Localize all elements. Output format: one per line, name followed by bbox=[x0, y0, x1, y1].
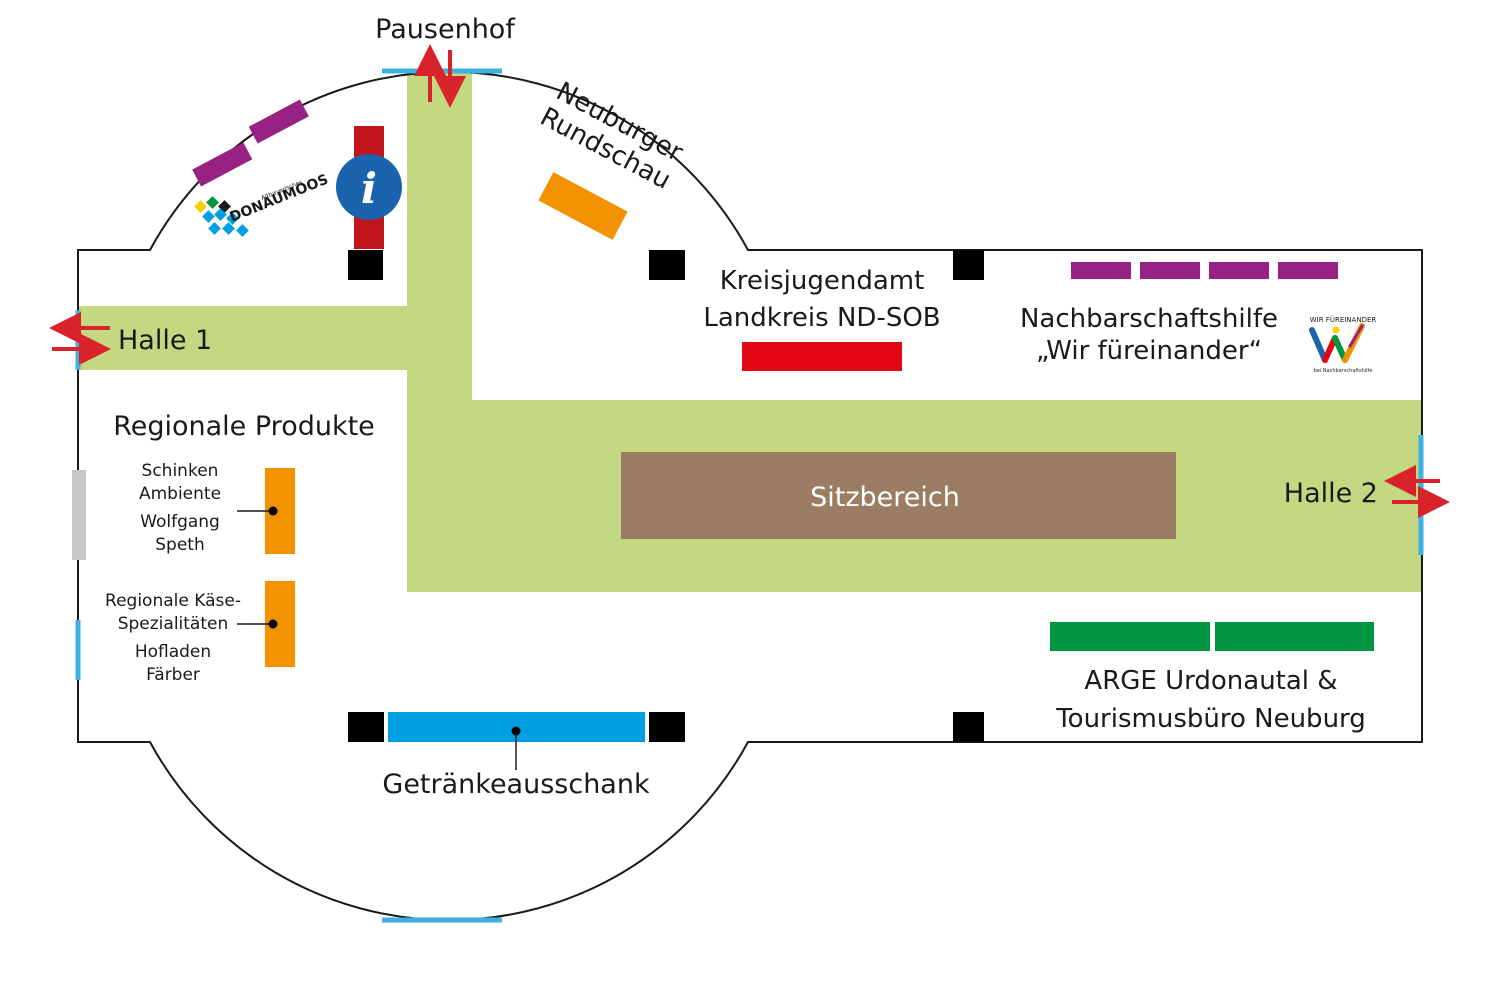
pillar bbox=[649, 250, 685, 280]
donaumoos-logo-text: DONAUMOOS bbox=[228, 172, 331, 226]
wir-fuereinander-logo: WIR FÜREINANDER bei Nachbarschaftshilfe bbox=[1309, 315, 1377, 374]
pillar bbox=[649, 712, 685, 742]
corridor-main bbox=[407, 370, 472, 592]
label-getraenke: Getränkeausschank bbox=[382, 769, 650, 800]
label-nachbarschaft-2: „Wir füreinander“ bbox=[1036, 336, 1262, 366]
leader-lines bbox=[237, 506, 521, 770]
label-stand-kaese-1: Regionale Käse- bbox=[105, 591, 241, 611]
leader-dot-schinken bbox=[268, 506, 278, 516]
pillar bbox=[348, 250, 383, 280]
corridor-halle1 bbox=[78, 306, 472, 370]
label-stand-schinken-3: Wolfgang bbox=[140, 512, 220, 532]
label-stand-kaese-4: Färber bbox=[146, 665, 200, 685]
label-stand-schinken-2: Ambiente bbox=[139, 484, 221, 504]
entry-arrows bbox=[49, 44, 1450, 518]
stand-kreisjugendamt bbox=[742, 342, 902, 371]
pillar bbox=[348, 712, 384, 742]
label-arge-1: ARGE Urdonautal & bbox=[1084, 666, 1337, 696]
stand-arge-1 bbox=[1050, 622, 1210, 651]
label-pausenhof: Pausenhof bbox=[375, 14, 516, 45]
label-stand-kaese-3: Hofladen bbox=[135, 642, 211, 662]
stands bbox=[192, 99, 1374, 742]
corridors bbox=[78, 70, 1422, 592]
stand-purple-donaumoos-2 bbox=[248, 99, 309, 144]
label-stand-schinken-1: Schinken bbox=[142, 461, 219, 481]
label-stand-schinken-4: Speth bbox=[155, 535, 204, 555]
wir-logo-top: WIR FÜREINANDER bbox=[1310, 315, 1377, 324]
stand-nachbarschaft-2 bbox=[1140, 262, 1200, 279]
label-kreisjugendamt-1: Kreisjugendamt bbox=[720, 266, 925, 296]
label-sitzbereich: Sitzbereich bbox=[810, 482, 960, 513]
donaumoos-logo: DONAUMOOS Altbayerisches bbox=[194, 172, 331, 237]
label-kreisjugendamt-2: Landkreis ND-SOB bbox=[703, 303, 940, 333]
stand-arge-2 bbox=[1215, 622, 1374, 651]
label-nachbarschaft-1: Nachbarschaftshilfe bbox=[1020, 304, 1278, 334]
leader-dot-getraenke bbox=[511, 726, 521, 736]
pillar bbox=[953, 712, 984, 742]
wir-logo-bottom: bei Nachbarschaftshilfe bbox=[1314, 368, 1373, 374]
building-outline bbox=[77, 70, 1423, 922]
label-stand-kaese-2: Spezialitäten bbox=[118, 614, 229, 634]
pillars bbox=[348, 250, 984, 742]
stand-purple-donaumoos-1 bbox=[192, 142, 253, 187]
pillar bbox=[953, 250, 984, 280]
label-arge-2: Tourismusbüro Neuburg bbox=[1055, 704, 1366, 734]
leader-dot-kaese bbox=[268, 619, 278, 629]
label-halle2: Halle 2 bbox=[1284, 478, 1378, 509]
label-regionale-produkte: Regionale Produkte bbox=[113, 411, 375, 442]
stand-nachbarschaft-3 bbox=[1209, 262, 1269, 279]
stand-neuburger-rundschau bbox=[538, 172, 628, 240]
svg-text:i: i bbox=[361, 164, 377, 213]
label-halle1: Halle 1 bbox=[118, 325, 212, 356]
info-icon: i bbox=[336, 154, 402, 220]
seating-area bbox=[621, 452, 1176, 539]
door-west-grey bbox=[72, 470, 86, 560]
stand-nachbarschaft-4 bbox=[1278, 262, 1338, 279]
stand-nachbarschaft-1 bbox=[1071, 262, 1131, 279]
